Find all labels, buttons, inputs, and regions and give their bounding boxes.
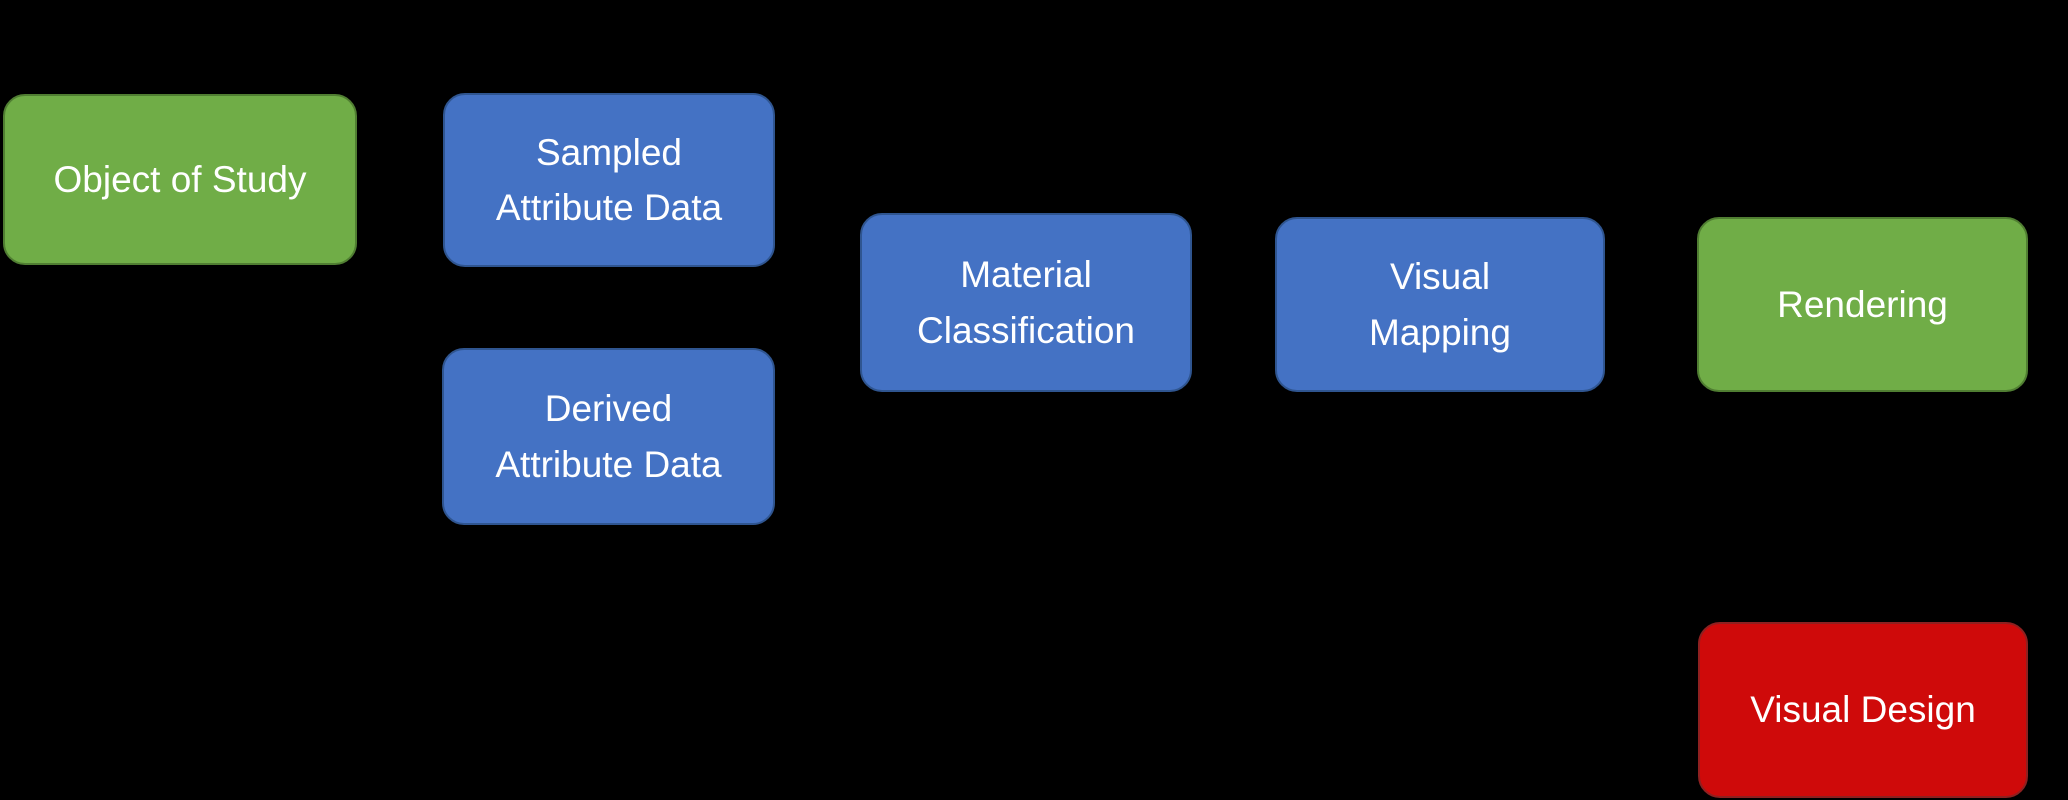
node-rendering-label: Rendering [1777,283,1948,325]
node-material-classification-label: Material Classification [917,254,1135,351]
node-visual-mapping-label: Visual Mapping [1369,256,1511,353]
node-material-classification: Material Classification [860,213,1192,392]
node-sampled-attribute-data-label: Sampled Attribute Data [495,131,723,229]
node-visual-design-label: Visual Design [1750,689,1976,731]
node-derived-attribute-data: Derived Attribute Data [442,348,775,525]
node-rendering: Rendering [1697,217,2028,392]
node-object-of-study-label: Object of Study [53,158,307,200]
node-derived-attribute-data-label: Derived Attribute Data [495,388,722,485]
node-visual-mapping: Visual Mapping [1275,217,1605,392]
node-object-of-study: Object of Study [3,94,357,265]
node-visual-design: Visual Design [1698,622,2028,798]
node-sampled-attribute-data: Sampled Attribute Data [443,93,775,267]
